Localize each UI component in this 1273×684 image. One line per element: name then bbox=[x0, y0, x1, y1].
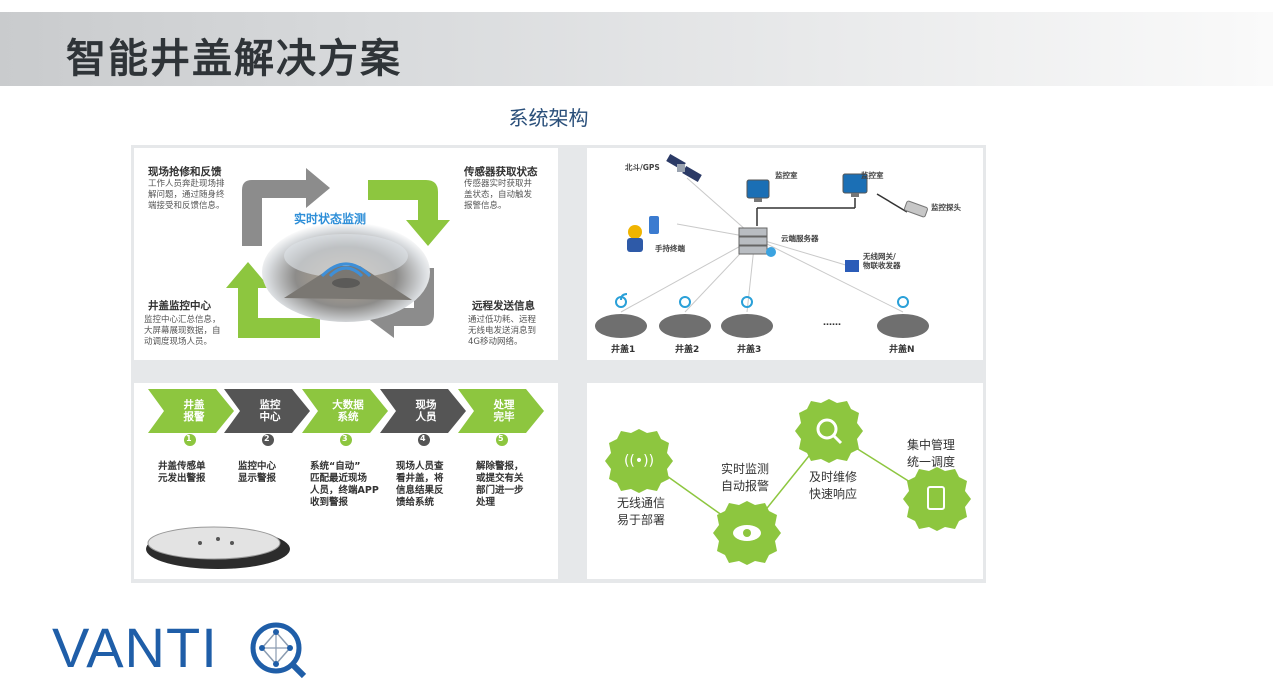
signal-wave-outer bbox=[320, 262, 372, 278]
step3-label: 大数据系统 bbox=[332, 399, 364, 423]
step5-num: 5 bbox=[498, 434, 504, 443]
step2-num: 2 bbox=[264, 434, 270, 443]
manhole-cover-photo bbox=[146, 526, 290, 569]
arrow-green-right bbox=[368, 180, 450, 246]
svg-text:((•)): ((•)) bbox=[624, 453, 654, 469]
page-title: 智能井盖解决方案 bbox=[66, 36, 402, 82]
monitor1-label: 监控室 bbox=[775, 171, 798, 180]
block-desc-center: 监控中心汇总信息，大屏幕展现数据，自动调度现场人员。 bbox=[144, 315, 221, 347]
network-panel: 北斗/GPS 监控室 监控室 监控探头 手持终端 云端服务器 无线网关/物联收发… bbox=[587, 148, 983, 360]
step1-num: 1 bbox=[186, 434, 192, 443]
flow-chevrons bbox=[146, 389, 544, 569]
cover1-label: 井盖1 bbox=[611, 345, 636, 355]
camera-label: 监控探头 bbox=[931, 203, 961, 212]
flow-panel: 井盖报警 监控中心 大数据系统 现场人员 处理完毕 1 2 3 4 5 井盖传感… bbox=[134, 383, 558, 579]
block-title-center: 井盖监控中心 bbox=[148, 300, 211, 312]
badge-wireless: ((•)) bbox=[605, 429, 673, 493]
signal-wave-inner bbox=[328, 266, 364, 278]
step4-label: 现场人员 bbox=[415, 399, 437, 423]
step3-num: 3 bbox=[342, 434, 348, 443]
manhole-cover-3 bbox=[721, 296, 773, 338]
feature-repair: 及时维修快速响应 bbox=[809, 470, 858, 501]
section-subtitle: 系统架构 bbox=[508, 106, 589, 130]
step-dot-5 bbox=[496, 434, 508, 446]
manhole-cover-2 bbox=[659, 296, 711, 338]
chevron-5 bbox=[458, 389, 544, 433]
camera-icon bbox=[904, 200, 928, 218]
logo-wordmark: VANTI bbox=[52, 616, 218, 679]
badge-search bbox=[795, 399, 863, 463]
cycle-arrows bbox=[226, 168, 450, 338]
block-desc-sensor: 传感器实时获取井盖状态，自动触发报警信息。 bbox=[464, 179, 533, 211]
cycle-panel: 实时状态监测 现场抢修和反馈 工作人员奔赴现场排解问题，通过随身终端接受和反馈信… bbox=[134, 148, 558, 360]
server-label: 云端服务器 bbox=[781, 234, 819, 243]
manhole-cover-n bbox=[877, 296, 929, 338]
chevron-3 bbox=[302, 389, 388, 433]
step5-label: 处理完毕 bbox=[493, 399, 515, 423]
ellipsis-label: …… bbox=[823, 318, 841, 328]
badge-eye bbox=[713, 501, 781, 565]
chevron-4 bbox=[380, 389, 466, 433]
monitor-icon-1 bbox=[746, 179, 770, 202]
cover3-label: 井盖3 bbox=[737, 345, 762, 355]
covern-label: 井盖N bbox=[889, 345, 915, 355]
arrow-green-left bbox=[226, 262, 320, 338]
monitor2-label: 监控室 bbox=[861, 171, 884, 180]
step4-desc: 现场人员查看井盖，将信息结果反馈给系统 bbox=[396, 461, 444, 508]
satellite-icon bbox=[666, 154, 702, 182]
block-title-sensor: 传感器获取状态 bbox=[464, 166, 538, 178]
logo-q-icon bbox=[250, 622, 307, 679]
architecture-board: 实时状态监测 现场抢修和反馈 工作人员奔赴现场排解问题，通过随身终端接受和反馈信… bbox=[131, 145, 986, 583]
feature-manage: 集中管理统一调度 bbox=[907, 438, 956, 469]
header-band: 智能井盖解决方案 bbox=[0, 12, 1273, 86]
gps-label: 北斗/GPS bbox=[625, 163, 660, 172]
gateway-label: 无线网关/物联收发器 bbox=[863, 252, 901, 270]
step-dot-4 bbox=[418, 434, 430, 446]
step2-desc: 监控中心显示警报 bbox=[238, 461, 277, 484]
features-panel: ((•)) 无线通信易于部署 实时监测自动报警 bbox=[587, 383, 983, 579]
gateway-icon bbox=[845, 260, 859, 272]
feature-monitor: 实时监测自动报警 bbox=[721, 462, 770, 493]
step1-label: 井盖报警 bbox=[183, 399, 205, 423]
step-dot-1 bbox=[184, 434, 196, 446]
chevron-1 bbox=[148, 389, 234, 433]
arrow-gray-top bbox=[242, 168, 330, 246]
cover2-label: 井盖2 bbox=[675, 345, 700, 355]
block-desc-repair: 工作人员奔赴现场排解问题，通过随身终端接受和反馈信息。 bbox=[148, 179, 225, 211]
manhole-cover-1 bbox=[595, 293, 647, 338]
block-title-remote: 远程发送信息 bbox=[472, 300, 535, 312]
terminal-label: 手持终端 bbox=[655, 244, 685, 253]
worker-icon bbox=[627, 216, 659, 252]
step1-desc: 井盖传感单元发出警报 bbox=[158, 461, 206, 484]
step-dot-2 bbox=[262, 434, 274, 446]
features-diagram: ((•)) bbox=[605, 399, 971, 565]
step2-label: 监控中心 bbox=[259, 399, 281, 423]
badge-document bbox=[903, 467, 971, 531]
step-dot-3 bbox=[340, 434, 352, 446]
network-diagram bbox=[595, 154, 929, 338]
center-label: 实时状态监测 bbox=[294, 212, 367, 226]
feature-wireless: 无线通信易于部署 bbox=[617, 496, 666, 527]
server-icon bbox=[738, 227, 776, 257]
step5-desc: 解除警报，或提交有关部门进一步处理 bbox=[476, 461, 524, 508]
step4-num: 4 bbox=[420, 434, 426, 443]
monitor-icon-2 bbox=[842, 173, 868, 197]
chevron-2 bbox=[224, 389, 310, 433]
block-title-repair: 现场抢修和反馈 bbox=[148, 166, 222, 178]
